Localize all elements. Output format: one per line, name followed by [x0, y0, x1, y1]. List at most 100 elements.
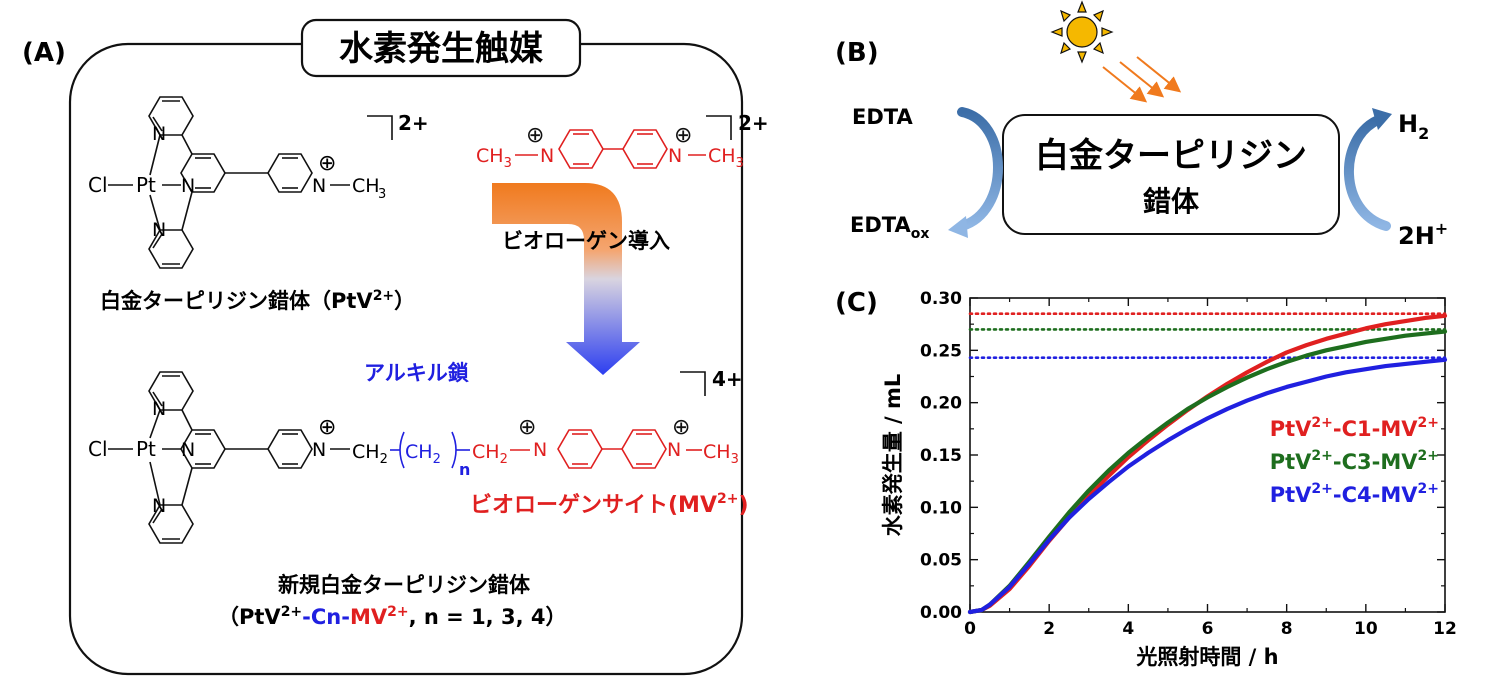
legend-entry: PtV2+-C4-MV2+: [1270, 481, 1439, 507]
y-tick-label: 0.00: [920, 603, 962, 623]
data-point: [1403, 362, 1408, 366]
ch2-group: CH2: [352, 441, 388, 467]
h2-cycle-arrow: [1343, 115, 1391, 231]
data-point: [1126, 451, 1130, 455]
data-point: [1423, 331, 1427, 336]
plus-charge-icon: ⊕: [318, 151, 336, 176]
data-point: [1344, 344, 1348, 348]
y-tick-label: 0.10: [920, 498, 962, 518]
panel-a: (A) 水素発生触媒: [22, 18, 769, 676]
data-point: [1403, 319, 1408, 323]
data-point: [1304, 353, 1309, 358]
new-complex-formula: （PtV2+-Cn-MV2+, n = 1, 3, 4）: [218, 604, 566, 629]
ch3-group: CH3: [476, 145, 512, 171]
edta-cycle-arrow: [957, 107, 1003, 231]
data-point: [968, 610, 972, 614]
sun-icon: [1050, 0, 1114, 64]
n-atom: N: [667, 439, 681, 461]
x-tick-label: 2: [1043, 619, 1055, 639]
data-point: [1106, 474, 1111, 478]
viologen-site-label: ビオローゲンサイト(MV2+): [470, 491, 749, 518]
plus-charge-icon: ⊕: [674, 123, 692, 148]
charge-top: 2+: [398, 111, 429, 135]
light-rays: [1102, 56, 1182, 103]
data-point: [1324, 348, 1328, 352]
data-point: [1443, 329, 1447, 334]
x-tick-label: 10: [1354, 619, 1378, 639]
data-point: [1364, 326, 1368, 330]
n-atom: N: [533, 439, 547, 461]
data-point: [1344, 370, 1348, 374]
alkyl-repeat-bracket: [390, 431, 470, 469]
catalyst-title: 水素発生触媒: [339, 29, 544, 69]
edta-label: EDTA: [852, 105, 913, 129]
data-point: [1106, 480, 1111, 484]
plus-charge-icon: ⊕: [318, 415, 336, 440]
data-point: [1186, 427, 1190, 431]
data-point: [988, 603, 992, 607]
data-point: [1265, 360, 1269, 364]
data-point: [1067, 516, 1071, 520]
data-point: [1324, 374, 1328, 379]
ch2-group: CH2: [472, 441, 508, 467]
ch3-group: CH3: [708, 145, 744, 171]
panel-a-label: (A): [22, 38, 66, 68]
n-atom: N: [152, 495, 166, 517]
data-point: [1047, 538, 1051, 542]
data-point: [1423, 316, 1427, 320]
hplus-label: 2H+: [1398, 219, 1448, 250]
viologen-structure: [515, 129, 706, 169]
data-point: [1304, 380, 1309, 384]
n-atom: N: [152, 398, 166, 420]
data-point: [1245, 375, 1249, 380]
plus-charge-icon: ⊕: [518, 415, 536, 440]
data-point: [1007, 585, 1012, 589]
y-tick-label: 0.25: [920, 341, 962, 361]
data-point: [1423, 360, 1427, 364]
data-point: [980, 608, 984, 612]
data-point: [1265, 367, 1269, 371]
data-point: [1087, 488, 1091, 493]
viologen-site-rings: [510, 429, 702, 469]
data-point: [1205, 395, 1210, 400]
data-point: [1126, 464, 1130, 469]
data-point: [1225, 385, 1229, 389]
y-tick-label: 0.15: [920, 446, 962, 466]
panel-c-label: (C): [835, 288, 878, 318]
edta-arrow-head: [948, 216, 968, 238]
plus-charge-icon: ⊕: [672, 415, 690, 440]
h2-arrow-head: [1372, 108, 1392, 130]
viologen-introduction-arrow: [492, 183, 640, 375]
ch3-group: CH3: [703, 441, 739, 467]
catalyst-box: [1002, 114, 1340, 235]
data-point: [1225, 407, 1229, 411]
x-tick-label: 12: [1433, 619, 1457, 639]
data-point: [1403, 334, 1408, 338]
new-complex-name: 新規白金ターピリジン錯体: [278, 573, 531, 597]
panel-b-label: (B): [835, 38, 879, 68]
data-point: [1364, 340, 1368, 344]
x-tick-label: 0: [964, 619, 976, 639]
n-atom: N: [540, 145, 554, 167]
data-point: [1166, 438, 1170, 442]
data-point: [1027, 562, 1031, 566]
ptv-name: 白金ターピリジン錯体（PtV2+）: [100, 288, 415, 313]
data-point: [1087, 497, 1091, 501]
data-point: [1106, 469, 1111, 473]
pt-atom: Pt: [136, 173, 156, 197]
plus-charge-icon: ⊕: [526, 123, 544, 148]
ch3-group: CH: [352, 175, 380, 197]
data-point: [1285, 385, 1289, 389]
n-atom: N: [668, 145, 682, 167]
legend-entry: PtV2+-C1-MV2+: [1270, 415, 1439, 441]
y-tick-label: 0.30: [920, 289, 962, 309]
data-point: [1146, 451, 1150, 455]
cl-atom: Cl: [88, 173, 108, 197]
data-point: [1285, 350, 1289, 355]
data-point: [1344, 331, 1348, 336]
n-atom: N: [312, 439, 326, 461]
panel-b: (B) 白金ターピリジン 錯体 EDTA EDTAox: [835, 0, 1448, 250]
title-box: [300, 18, 582, 78]
